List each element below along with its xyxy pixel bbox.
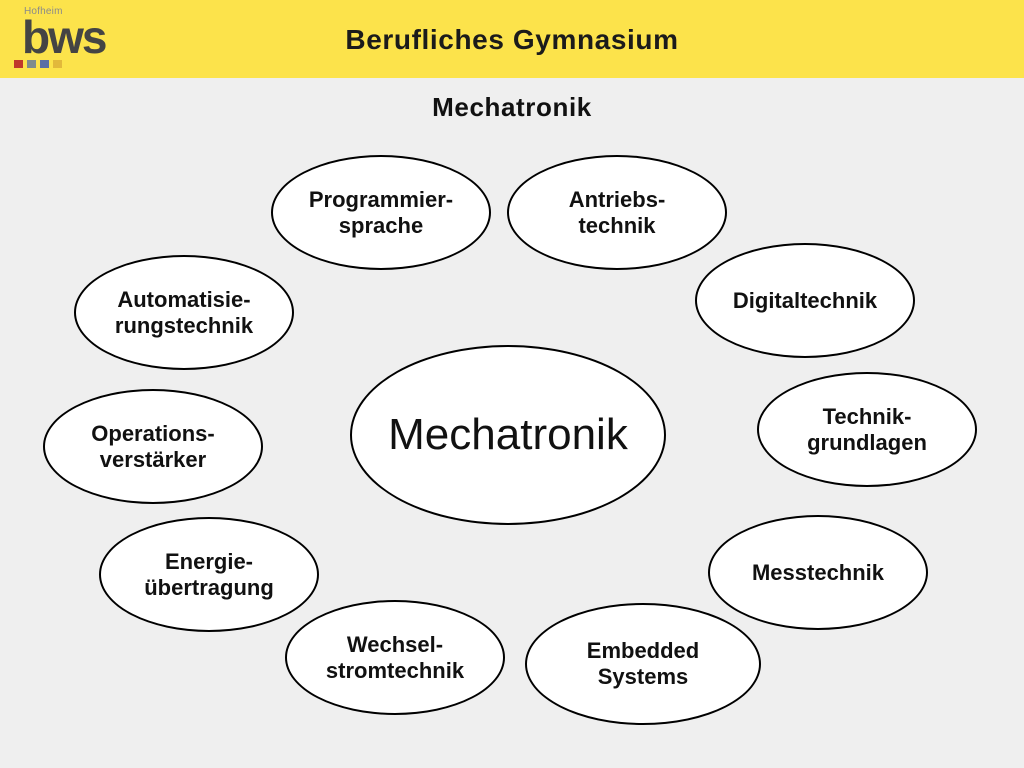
- topic-oval-programmiersprache: Programmier- sprache: [271, 155, 491, 270]
- topic-label: Wechsel- stromtechnik: [325, 631, 465, 683]
- topic-label: Energie- übertragung: [144, 548, 274, 600]
- topic-oval-energieuebertragung: Energie- übertragung: [99, 517, 319, 632]
- topic-oval-technikgrundlagen: Technik- grundlagen: [757, 372, 977, 487]
- topic-oval-operationsverstaerker: Operations- verstärker: [43, 389, 263, 504]
- topic-label: Automatisie- rungstechnik: [114, 286, 254, 338]
- logo-square-4: [53, 60, 62, 68]
- logo-square-1: [14, 60, 23, 68]
- bws-logo: Hofheim bws: [10, 6, 107, 72]
- topic-label: Digitaltechnik: [732, 287, 878, 313]
- topic-label: Programmier- sprache: [308, 186, 454, 238]
- topic-label: Messtechnik: [751, 559, 885, 585]
- header-title: Berufliches Gymnasium: [345, 24, 679, 55]
- topic-oval-wechselstromtechnik: Wechsel- stromtechnik: [285, 600, 505, 715]
- logo-square-3: [40, 60, 49, 68]
- topic-oval-automatisierungstechnik: Automatisie- rungstechnik: [74, 255, 294, 370]
- topic-label: Antriebs- technik: [568, 186, 666, 238]
- topic-oval-embedded-systems: Embedded Systems: [525, 603, 761, 725]
- topic-label: Technik- grundlagen: [807, 403, 927, 455]
- logo-subtext: Hofheim: [24, 6, 63, 17]
- topic-oval-messtechnik: Messtechnik: [708, 515, 928, 630]
- topic-label: Operations- verstärker: [91, 420, 215, 472]
- topic-oval-digitaltechnik: Digitaltechnik: [695, 243, 915, 358]
- logo-text: bws: [22, 11, 107, 63]
- center-label: Mechatronik: [388, 410, 628, 459]
- center-oval: Mechatronik: [350, 345, 666, 525]
- topic-oval-antriebstechnik: Antriebs- technik: [507, 155, 727, 270]
- header-bar: Hofheim bws Berufliches Gymnasium: [0, 0, 1024, 78]
- page-subtitle: Mechatronik: [432, 92, 592, 122]
- topic-label: Embedded Systems: [586, 638, 700, 689]
- logo-square-2: [27, 60, 36, 68]
